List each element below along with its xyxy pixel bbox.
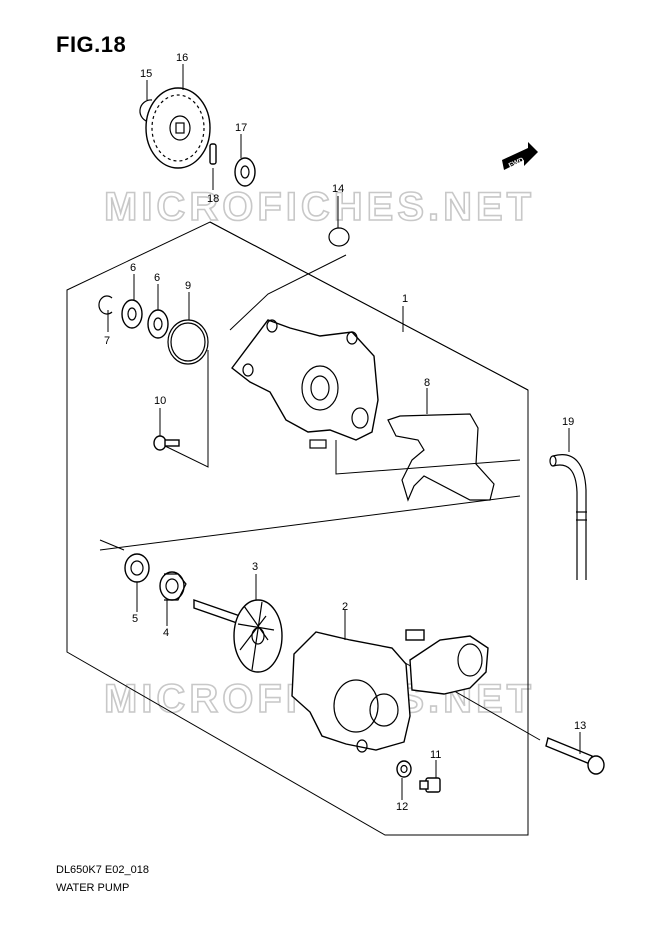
- part-5-oil-seal: [124, 553, 150, 583]
- callout-8: 8: [424, 377, 430, 389]
- part-2-pump-cover: [291, 629, 489, 753]
- callout-6b: 6: [154, 272, 160, 284]
- callout-12: 12: [396, 801, 408, 813]
- callout-1: 1: [402, 293, 408, 305]
- part-17-washer: [234, 157, 256, 187]
- callout-2: 2: [342, 601, 348, 613]
- part-13-bolt: [545, 737, 605, 775]
- watermark-top: MICROFICHES.NET: [104, 185, 535, 229]
- callout-14: 14: [332, 183, 344, 195]
- callout-11: 11: [430, 749, 441, 761]
- callout-4: 4: [163, 627, 169, 639]
- part-16-pump-drive-gear: [145, 87, 211, 169]
- part-4-mechanical-seal: [159, 571, 187, 601]
- callout-19: 19: [562, 416, 574, 428]
- part-18-pin: [209, 143, 217, 165]
- part-10-bolt: [153, 435, 180, 451]
- part-9-o-ring: [167, 319, 209, 365]
- leader-lines: [107, 64, 581, 800]
- callout-13: 13: [574, 720, 586, 732]
- part-11-bolt: [419, 777, 441, 793]
- figure-code: DL650K7 E02_018: [56, 864, 149, 876]
- part-12-washer: [396, 760, 412, 778]
- part-19-hose: [549, 454, 587, 580]
- callout-labels: 1 2 3 4 5 6 6 7 8 9 10 11 12 13 14 15 16…: [104, 52, 586, 813]
- callout-10: 10: [154, 395, 166, 407]
- part-6-bearing-a: [121, 299, 143, 329]
- part-1-pump-body: [231, 319, 379, 449]
- callout-9: 9: [185, 280, 191, 292]
- callout-3: 3: [252, 561, 258, 573]
- part-7-circlip: [98, 295, 113, 315]
- guide-line-10: [164, 350, 209, 468]
- guide-line-upper: [99, 495, 521, 551]
- part-3-impeller: [193, 599, 283, 673]
- guide-line-8: [335, 440, 521, 475]
- figure-name: WATER PUMP: [56, 882, 130, 894]
- callout-18: 18: [207, 193, 219, 205]
- callout-6a: 6: [130, 262, 136, 274]
- callout-16: 16: [176, 52, 188, 64]
- callout-17: 17: [235, 122, 247, 134]
- callout-5: 5: [132, 613, 138, 625]
- figure-title: FIG.18: [56, 32, 127, 57]
- fwd-arrow-icon: FWD: [502, 142, 538, 170]
- callout-15: 15: [140, 68, 152, 80]
- part-14-o-ring: [328, 227, 350, 247]
- guide-line-14: [229, 254, 347, 331]
- callout-7: 7: [104, 335, 110, 347]
- part-8-gasket: [387, 413, 495, 502]
- part-6-bearing-b: [147, 309, 169, 339]
